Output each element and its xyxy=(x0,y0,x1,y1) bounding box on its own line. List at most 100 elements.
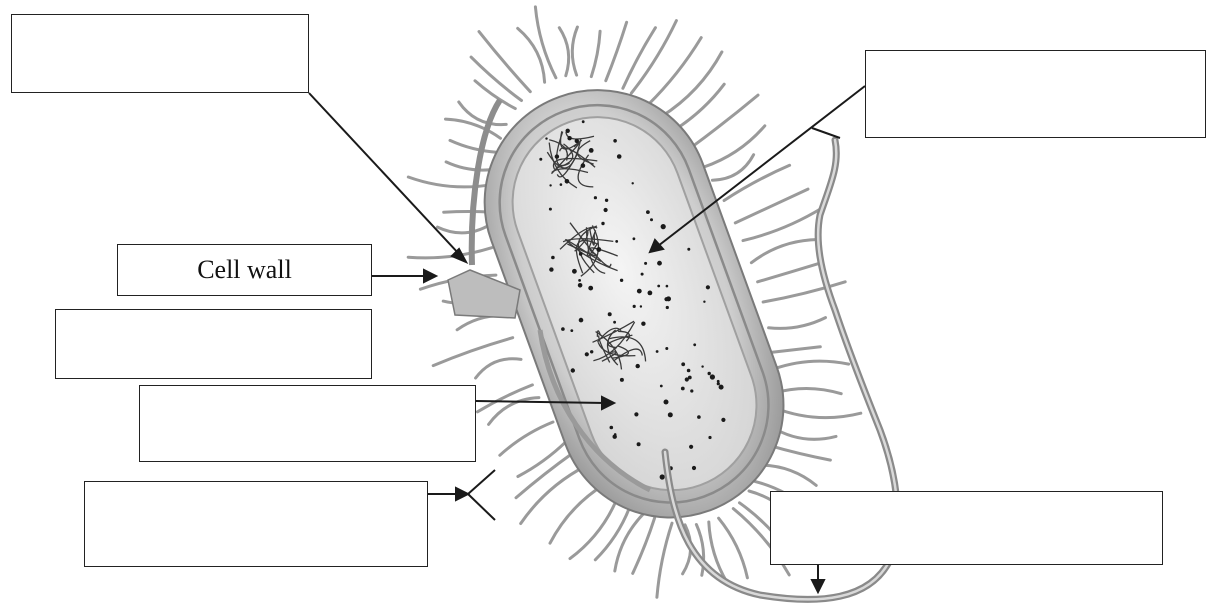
pilus xyxy=(690,95,758,148)
ribosome-dot xyxy=(697,415,701,419)
ribosome-dot xyxy=(579,318,584,323)
pilus xyxy=(591,31,600,76)
label-box-bottom-left[interactable] xyxy=(84,481,428,567)
ribosome-dot xyxy=(692,466,696,470)
ribosome-dot xyxy=(687,248,690,251)
pilus xyxy=(633,518,655,573)
ribosome-dot xyxy=(668,412,673,417)
ribosome-dot xyxy=(581,163,586,168)
ribosome-dot xyxy=(575,139,579,143)
ribosome-dot xyxy=(710,374,715,379)
ribosome-dot xyxy=(685,377,689,381)
ribosome-dot xyxy=(571,368,575,372)
pilus xyxy=(772,347,820,352)
ribosome-dot xyxy=(689,445,693,449)
pilus xyxy=(408,248,492,258)
ribosome-dot xyxy=(708,372,711,375)
pilus xyxy=(762,465,816,485)
ribosome-dot xyxy=(660,474,665,479)
ribosome-dot xyxy=(690,389,693,392)
ribosome-dot xyxy=(549,208,552,211)
ribosome-dot xyxy=(594,196,597,199)
ribosome-dot xyxy=(590,350,593,353)
ribosome-dot xyxy=(582,120,585,123)
pilus xyxy=(774,388,841,393)
pilus xyxy=(719,518,748,578)
ribosome-dot xyxy=(596,247,601,252)
ribosome-dot xyxy=(666,285,669,288)
label-box-top-left[interactable] xyxy=(11,14,309,93)
ribosome-dot xyxy=(549,267,553,271)
pilus xyxy=(535,7,556,78)
pilus xyxy=(751,240,817,263)
pilus xyxy=(559,28,568,76)
ribosome-dot xyxy=(637,442,641,446)
ribosome-dot xyxy=(589,148,594,153)
pilus xyxy=(500,422,553,455)
ribosome-dot xyxy=(701,365,703,367)
ribosome-dot xyxy=(566,129,570,133)
pilus xyxy=(444,212,490,213)
ribosome-dot xyxy=(708,436,711,439)
ribosome-dot xyxy=(644,262,647,265)
ribosome-dot xyxy=(601,222,604,225)
ribosome-dot xyxy=(620,378,624,382)
ribosome-dot xyxy=(660,385,663,388)
label-box-mid-left[interactable] xyxy=(55,309,372,379)
pilus xyxy=(661,52,722,117)
ribosome-dot xyxy=(605,199,608,202)
ribosome-dot xyxy=(656,350,659,353)
ribosome-dot xyxy=(719,385,724,390)
ribosome-dot xyxy=(604,208,608,212)
pilus xyxy=(735,189,808,223)
ribosome-dot xyxy=(579,252,583,256)
ribosome-dot xyxy=(570,329,573,332)
ribosome-dot xyxy=(693,343,696,346)
ribosome-dot xyxy=(572,269,577,274)
pilus xyxy=(471,57,521,100)
ribosome-dot xyxy=(549,184,551,186)
pilus xyxy=(623,28,656,89)
pilus xyxy=(769,318,826,329)
ribosome-dot xyxy=(613,435,617,439)
ribosome-dot xyxy=(613,321,616,324)
label-box-cell-wall[interactable]: Cell wall xyxy=(117,244,372,296)
pilus xyxy=(657,523,672,597)
ribosome-dot xyxy=(633,305,636,308)
ribosome-dot xyxy=(681,387,685,391)
pilus xyxy=(606,22,627,80)
ribosome-dot xyxy=(681,362,685,366)
ribosome-dot xyxy=(561,327,565,331)
pilus xyxy=(450,140,496,152)
ribosome-dot xyxy=(636,364,640,368)
pilus xyxy=(768,445,830,460)
ribosome-dot xyxy=(637,289,642,294)
ribosome-dot xyxy=(588,286,593,291)
pilus xyxy=(774,361,849,369)
ribosome-dot xyxy=(560,183,563,186)
ribosome-dot xyxy=(632,182,634,184)
ribosome-dot xyxy=(613,139,617,143)
ribosome-dot xyxy=(640,305,642,307)
label-box-lower-left[interactable] xyxy=(139,385,476,462)
ribosome-dot xyxy=(706,285,710,289)
ribosome-dot xyxy=(717,382,720,385)
label-box-top-right[interactable] xyxy=(865,50,1206,138)
ribosome-dot xyxy=(687,369,691,373)
ribosome-dot xyxy=(551,256,555,260)
pilus xyxy=(615,513,644,571)
ribosome-dot xyxy=(633,237,636,240)
pilus xyxy=(572,27,577,75)
ribosome-dot xyxy=(565,179,570,184)
ribosome-dot xyxy=(641,322,645,326)
ribosome-dot xyxy=(545,137,547,139)
ribosome-dot xyxy=(539,158,542,161)
ribosome-dot xyxy=(661,224,666,229)
ribosome-dot xyxy=(666,296,671,301)
pilus xyxy=(758,263,820,282)
ribosome-dot xyxy=(620,279,623,282)
ribosome-dot xyxy=(648,291,653,296)
label-box-bottom-right[interactable] xyxy=(770,491,1163,565)
ribosome-dot xyxy=(646,210,650,214)
